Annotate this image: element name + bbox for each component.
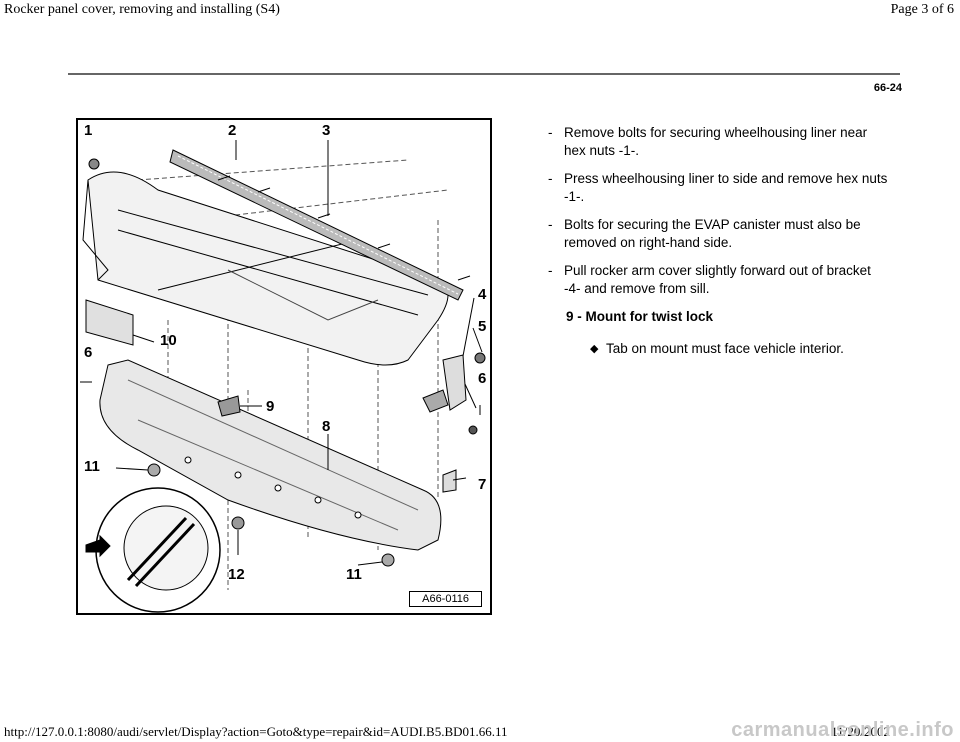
diamond-bullet-icon: ◆: [590, 343, 599, 355]
procedure-steps: - Remove bolts for securing wheelhousing…: [548, 124, 888, 358]
footer-date: 11/20/2002: [831, 724, 890, 739]
callout-7: 7: [478, 476, 487, 493]
section-page-number: 66-24: [873, 82, 902, 94]
callout-4: 4: [478, 286, 487, 303]
step-text: Press wheelhousing liner to side and rem…: [564, 171, 888, 204]
callout-9: 9: [266, 398, 275, 415]
callout-2: 2: [228, 122, 237, 139]
page-indicator: Page 3 of 6: [890, 2, 954, 17]
step-text: Remove bolts for securing wheelhousing l…: [564, 125, 868, 158]
step-item: - Pull rocker arm cover slightly forward…: [548, 262, 888, 298]
callout-6-left: 6: [84, 344, 93, 361]
step-item: - Bolts for securing the EVAP canister m…: [548, 216, 888, 252]
callout-1: 1: [84, 122, 93, 139]
callout-5: 5: [478, 318, 487, 335]
step-item: - Press wheelhousing liner to side and r…: [548, 170, 888, 206]
callout-11-left: 11: [84, 458, 100, 475]
callout-6-right: 6: [478, 370, 487, 387]
step-text: Bolts for securing the EVAP canister mus…: [564, 217, 861, 250]
callout-10: 10: [160, 332, 177, 349]
step-dash: -: [548, 171, 553, 186]
watermark-logo: carmanualsonline.info: [731, 719, 954, 741]
callout-8: 8: [322, 418, 331, 435]
note-bullet: ◆ Tab on mount must face vehicle interio…: [590, 340, 888, 358]
callout-11-bottom: 11: [346, 566, 362, 583]
step-dash: -: [548, 125, 553, 140]
exploded-view-figure: 1 2 3 4 5 6 6 7 8 9 10 11 11 12 A66-0116: [76, 118, 492, 615]
step-dash: -: [548, 217, 553, 232]
rocker-panel-drawing: [80, 140, 486, 613]
footer-url: http://127.0.0.1:8080/audi/servlet/Displ…: [4, 724, 508, 739]
callout-3: 3: [322, 122, 331, 139]
document-title: Rocker panel cover, removing and install…: [4, 2, 280, 17]
figure-code-label: A66-0116: [409, 591, 482, 607]
header-rule: [68, 73, 900, 75]
step-item: - Remove bolts for securing wheelhousing…: [548, 124, 888, 160]
step-text: Pull rocker arm cover slightly forward o…: [564, 263, 871, 296]
callout-12: 12: [228, 566, 245, 583]
component-subheading: 9 - Mount for twist lock: [566, 309, 713, 324]
bullet-text: Tab on mount must face vehicle interior.: [606, 341, 844, 356]
step-dash: -: [548, 263, 553, 278]
